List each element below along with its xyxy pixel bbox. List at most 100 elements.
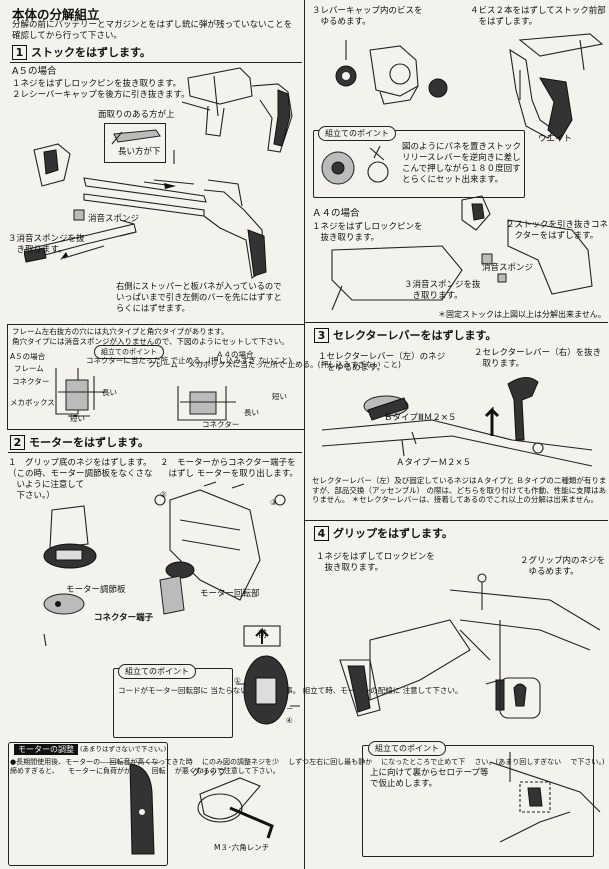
mechabox-stop-note: メカボックスに当たった所で 止める。(押し込みすぎない こと) <box>188 360 401 369</box>
lever-cap-illustration <box>335 40 448 105</box>
stock-removal-illustration <box>24 143 267 279</box>
s3-step-1: １セレクターレバー（左）のネジ をゆるめます。 <box>318 352 446 373</box>
hole-note-line-1: フレーム左右抜方の穴には丸穴タイプと角穴タイプがあります。 <box>12 327 229 336</box>
a-type-label: ＡタイプーＭ２×５ <box>396 458 472 468</box>
fixed-stock-note: ＊固定ストックは上図以上は分解出来ません。 <box>438 310 606 319</box>
tape-fixing-illustration <box>489 752 601 843</box>
minus-label: － <box>286 704 294 713</box>
a5-hole-diagram <box>55 368 104 417</box>
longer-label: 長い方が下 <box>118 147 161 157</box>
section-1-header: 1 ストックをはずします。 <box>12 44 151 60</box>
front-label: 前 <box>258 630 268 640</box>
circled-4: ④ <box>286 716 293 725</box>
long-label-a5: 長い <box>102 388 117 397</box>
assembly-point-text-s2: コードがモーター回転部に 当たらないようにする事。 組立て時、モーターの配線に … <box>118 686 463 695</box>
right-side-note: 右側にストッパーと板バネが入っているので いっぱいまで引き左側のバーを先にはずす… <box>116 281 282 313</box>
section-2-header: 2 モーターをはずします。 <box>10 434 149 450</box>
section-4-title: グリップをはずします。 <box>333 527 453 540</box>
motor-adjust-title: モーターの調整 <box>14 744 78 755</box>
b-type-label: ＢタイプⅢＭ２×５ <box>384 413 457 423</box>
s3-note: セレクターレバー（左）及び固定しているネジはＡタイプと Ｂタイプの二種類が有りま… <box>312 476 607 504</box>
step-4-screws: ４ビス２本をはずしてストック前部 をはずします。 <box>470 6 606 27</box>
section-2-number: 2 <box>10 435 25 450</box>
section-1-title: ストックをはずします。 <box>31 46 151 59</box>
pin-illustration <box>111 129 161 145</box>
page-title: 本体の分解組立 <box>12 7 100 22</box>
hex-wrench-label: M３･六角レンチ <box>214 843 270 852</box>
section-1-number: 1 <box>12 45 27 60</box>
stock-a5-illustration <box>181 67 293 153</box>
column-divider <box>304 0 305 322</box>
frame-label-a4: フレーム <box>148 360 178 369</box>
stock-a4-illustration <box>331 195 593 310</box>
chamfer-label: 面取りのある方が上 <box>98 110 175 120</box>
grip-label: グリップ <box>192 768 227 778</box>
a5-title: A５の場合 <box>12 66 57 77</box>
circled-3: ③ <box>270 498 277 507</box>
a4-case-label: Ａ４の場合 <box>216 350 254 359</box>
section-3-top-rule <box>304 322 608 323</box>
long-label-a4: 長い <box>244 408 259 417</box>
hole-note-line-2: 角穴タイプには消音スポンジが入りませんので、下図のようにセットして下さい。 <box>12 337 289 346</box>
s2-step-1: １ グリップ底のネジをはずします。 （この時、モーター調節板をなくさな いように… <box>8 458 153 501</box>
sponge-step: ３消音スポンジを抜 き取ります。 <box>8 234 85 255</box>
section-3-title: セレクターレバーをはずします。 <box>333 329 497 342</box>
s4-step-1: １ネジをはずしてロックピンを 抜き取ります。 <box>316 552 435 573</box>
assembly-point-text-s4: 上に向けて裏からセロテープ等 で仮止めします。 <box>370 768 489 789</box>
motor-wiring-diagram <box>236 625 300 725</box>
hex-wrench-illustration <box>197 777 274 839</box>
selector-lever-illustration <box>321 377 593 467</box>
column-divider-lower <box>304 322 305 869</box>
assembly-point-box-s1 <box>313 130 525 198</box>
section-1-underline <box>10 62 302 63</box>
assembly-point-tag-s4: 組立てのポイント <box>368 741 446 756</box>
circled-2: ② <box>160 490 167 499</box>
connector-label: コネクター <box>12 377 50 386</box>
a4-step-2: ２ストックを引き抜きコネ クターをはずします。 <box>506 220 609 241</box>
mechabox-label: メカボックス <box>10 398 55 407</box>
page-intro: 分解の前にバッテリーとマガジンとをはずし銃に弾が残っていないことを 確認してから… <box>12 20 293 41</box>
a4-step-3: ３消音スポンジを抜 き取ります。 <box>404 280 481 301</box>
short-label-a4: 短い <box>272 392 287 401</box>
grip-clip-illustration <box>499 677 541 719</box>
adjust-screw-illustration <box>100 762 160 855</box>
connector-stop-note: コネクターに当たった所 で止める。(押し込みすぎ ないこと) <box>86 356 292 365</box>
s4-step-2: ２グリップ内のネジを ゆるめます。 <box>520 556 606 577</box>
assembly-point-text-s1: 図のようにバネを置きストック リリースレバーを逆向きに差し こんで押しながら１８… <box>402 142 522 185</box>
motor-plate-label: モーター調節板 <box>66 585 126 595</box>
weight-label: ウエイト <box>538 134 573 144</box>
assembly-point-tag-s1: 組立てのポイント <box>318 126 396 141</box>
sponge-label: 消音スポンジ <box>88 214 140 224</box>
section-4-top-rule <box>304 520 608 521</box>
connector-label-a4: コネクター <box>202 420 240 429</box>
a5-steps: １ネジをはずしロックピンを抜き取ります。 ２レシーバーキャップを後方に引き抜きま… <box>12 79 190 100</box>
a4-title: Ａ４の場合 <box>312 208 360 219</box>
motor-removal-illustration <box>154 481 286 615</box>
section-2-title: モーターをはずします。 <box>29 436 149 449</box>
assembly-point-tag-s2: 組立てのポイント <box>118 664 196 679</box>
a4-step-1: １ネジをはずしロックピンを 抜き取ります。 <box>312 222 423 243</box>
short-label-a5: 短い <box>70 414 85 423</box>
motor-adjust-sub: (あまりはずさないで下さい。) <box>80 745 167 753</box>
assembly-point-box-s4 <box>362 745 594 857</box>
a4-sponge-label: 消音スポンジ <box>482 263 534 273</box>
section-4-number: 4 <box>314 526 329 541</box>
grip-bottom-illustration <box>43 505 97 647</box>
s2-step-2: ２ モーターからコネクター端子を はずし モーターを取り出します。 <box>160 458 298 479</box>
connector-terminal-label: コネクター端子 <box>94 613 154 623</box>
circled-1: ① <box>234 676 241 685</box>
a5-case-label: A５の場合 <box>10 352 46 361</box>
stock-front-illustration <box>509 33 604 141</box>
a4-hole-diagram <box>177 386 236 421</box>
section-3-header: 3 セレクターレバーをはずします。 <box>314 327 496 343</box>
hole-note-point-tag: 組立てのポイント <box>94 345 164 359</box>
motor-rotor-label: モーター回転部 <box>200 589 260 599</box>
spring-illustration <box>321 145 389 185</box>
motor-adjust-box <box>8 742 168 866</box>
s3-step-2: ２セレクターレバー（右）を抜き 取ります。 <box>474 348 602 369</box>
section-4-header: 4 グリップをはずします。 <box>314 525 453 541</box>
step-3-screw: ３レバーキャップ内のビスを ゆるめます。 <box>312 6 423 27</box>
section-3-number: 3 <box>314 328 329 343</box>
frame-label: フレーム <box>14 364 44 373</box>
chamfer-detail-box <box>104 123 166 163</box>
